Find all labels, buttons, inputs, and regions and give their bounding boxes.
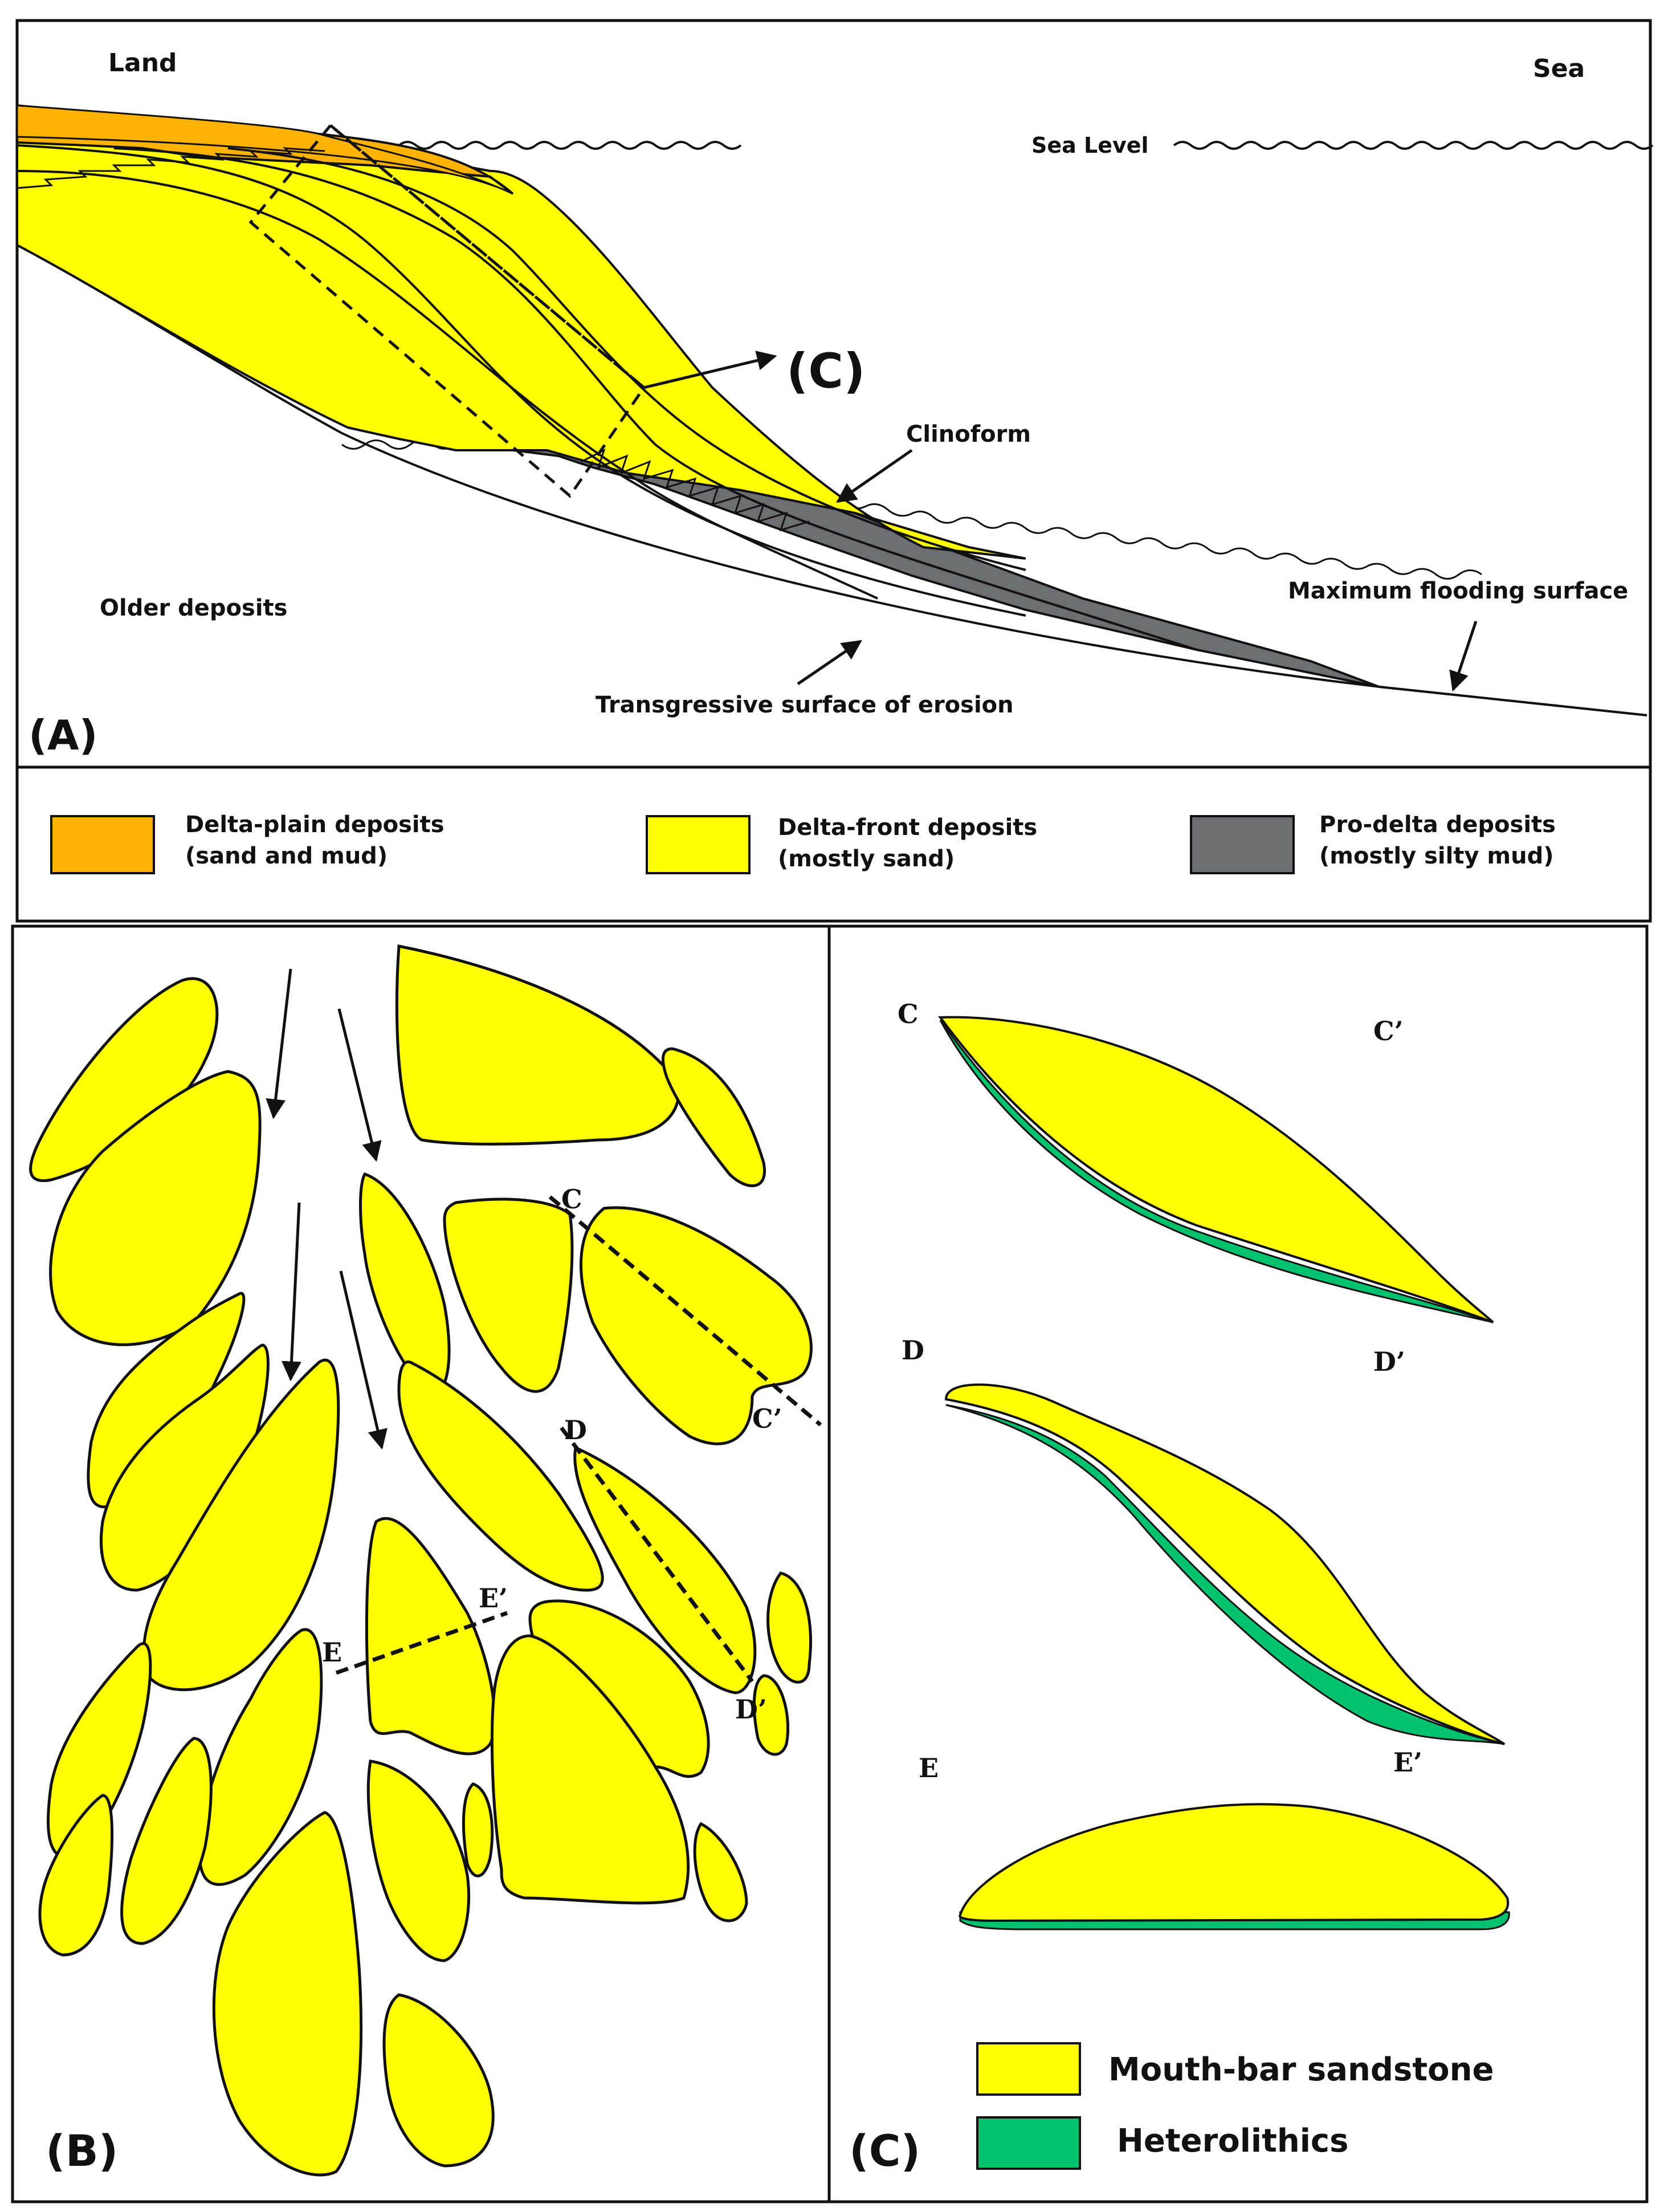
mark-d: D [564,1415,587,1445]
mouth-bar [462,1782,494,1877]
mouth-bar [38,1794,114,1957]
mouth-bar [198,1628,323,1886]
section-line-cc [548,1195,822,1427]
mouth-bar [382,1993,495,2168]
mouth-bar [142,1358,340,1692]
arrow-max-flooding [1449,621,1478,692]
max-flooding-line [1378,686,1647,716]
section-label-e2: E’ [1393,1747,1422,1778]
clinoform-line-1 [17,144,1026,617]
legend-swatch-plain [50,815,155,874]
section-cc-sand [938,1016,1494,1323]
mouth-bar [212,1811,363,2177]
section-label-d2: D’ [1373,1346,1405,1377]
delta-plain-upper [16,104,513,195]
mouth-bar [395,944,680,1146]
mark-e: E [322,1637,342,1668]
mouth-bar [397,1360,604,1592]
mouth-bar [573,1445,757,1694]
legend-swatch-prodelta [1190,815,1295,874]
max-flooding-label: Maximum flooding surface [1288,578,1628,604]
mouth-bar [359,1172,451,1395]
clinoform-label: Clinoform [906,421,1031,447]
section-line-dd [560,1426,754,1683]
panel-b-label: (B) [46,2125,118,2176]
panel-c-frame [827,924,1649,2203]
prodelta-deposit [347,423,1380,688]
mouth-bar [490,1634,690,1905]
section-label-d: D [902,1335,924,1366]
mouth-bar [120,1737,213,1945]
mouth-bar [443,1197,574,1393]
legend-mouthbar-label: Mouth-bar sandstone [1108,2051,1494,2088]
mouth-bar [49,1070,262,1346]
clinoform-line-3 [113,147,1197,651]
mouth-bar [87,1292,246,1509]
interfingering-plain-front [17,147,325,189]
mouth-bar [365,1517,496,1755]
mouth-bar [29,977,219,1182]
mark-d2: D’ [735,1694,767,1725]
legend-prodelta-line1: Pro-delta deposits [1319,812,1556,838]
arrow-clinoform [836,449,913,503]
callout-c-label: (C) [786,343,865,399]
section-box-dashed [248,123,646,498]
mouth-bar [661,1047,766,1187]
legend-a-frame [15,765,1652,923]
section-box-diagonal [329,124,645,389]
legend-front-line2: (mostly sand) [778,846,955,872]
sea-level-line [398,141,1654,150]
delta-front-deposit [16,124,1026,560]
panel-a: Land Sea Sea Level (C) Clinoform Older d… [15,19,1654,769]
panel-a-label: (A) [28,711,98,759]
legend-a: Delta-plain deposits (sand and mud) Delt… [15,765,1652,923]
legend-prodelta-line2: (mostly silty mud) [1319,843,1554,869]
mouth-bar [766,1571,812,1684]
section-line-ee [335,1611,508,1675]
clinoform-line-2 [17,170,878,600]
mark-e2: E’ [479,1583,508,1614]
land-label: Land [108,48,177,78]
legend-hetero-label: Heterolithics [1117,2123,1348,2160]
flow-arrow [339,1270,388,1450]
legend-plain-line2: (sand and mud) [185,843,388,869]
legend-plain-line1: Delta-plain deposits [185,812,444,838]
older-deposits-label: Older deposits [100,595,287,621]
section-label-e: E [919,1753,939,1783]
arrow-to-c [643,351,777,389]
flow-arrow [337,1008,382,1162]
legend-swatch-hetero [976,2116,1081,2170]
arrow-transgressive [797,639,862,686]
section-dd-sand [944,1383,1506,1745]
panel-c-label: (C) [849,2125,920,2176]
mouth-bar [693,1822,748,1922]
mouth-bar [752,1674,790,1756]
legend-swatch-front [646,815,751,874]
flow-arrow [282,1202,302,1382]
sea-label: Sea [1533,54,1585,83]
mark-c: C [561,1184,582,1215]
panel-b: C C’ D D’ E E’ (B) [11,924,831,2203]
legend-front-line1: Delta-front deposits [778,814,1037,841]
mouth-bar [366,1759,471,1962]
mark-c2: C’ [752,1403,782,1434]
panel-c: C C’ D D’ E E’ Mouth-bar sandstone Heter… [827,924,1649,2203]
sea-level-label: Sea Level [1031,133,1149,158]
section-label-c: C [898,999,919,1029]
flow-arrow [266,968,292,1119]
section-ee-sand [959,1803,1510,1922]
transgressive-label: Transgressive surface of erosion [596,692,1014,718]
mouth-bar [580,1206,813,1445]
interfingering-prodelta-front [581,449,810,532]
clinoform-line-4 [227,147,1026,571]
legend-swatch-mouthbar [976,2042,1081,2096]
section-label-c2: C’ [1373,1016,1404,1046]
